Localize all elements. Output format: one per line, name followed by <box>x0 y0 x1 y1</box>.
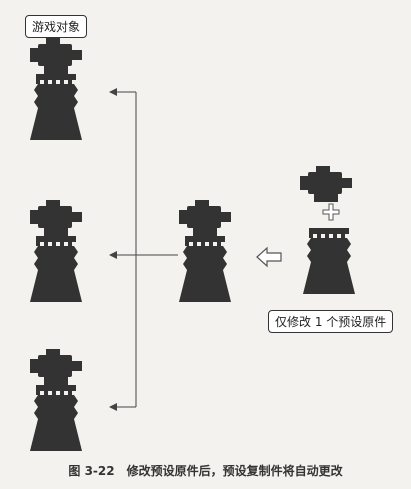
figure-caption: 图 3-22 修改预设原件后，预设复制件将自动更改 <box>68 464 343 478</box>
game-object-instance-3 <box>30 349 82 451</box>
modify-prefab-label: 仅修改 1 个预设原件 <box>268 310 394 333</box>
updated-prefab <box>179 200 231 302</box>
plus-icon <box>322 203 340 221</box>
prefab-base-part <box>303 228 355 294</box>
camera-part <box>300 166 352 202</box>
game-object-label: 游戏对象 <box>25 15 88 38</box>
game-object-instance-1 <box>30 38 82 140</box>
game-object-instance-2 <box>30 200 82 302</box>
hollow-left-arrow-icon <box>256 246 282 268</box>
propagation-arrows <box>109 88 178 411</box>
